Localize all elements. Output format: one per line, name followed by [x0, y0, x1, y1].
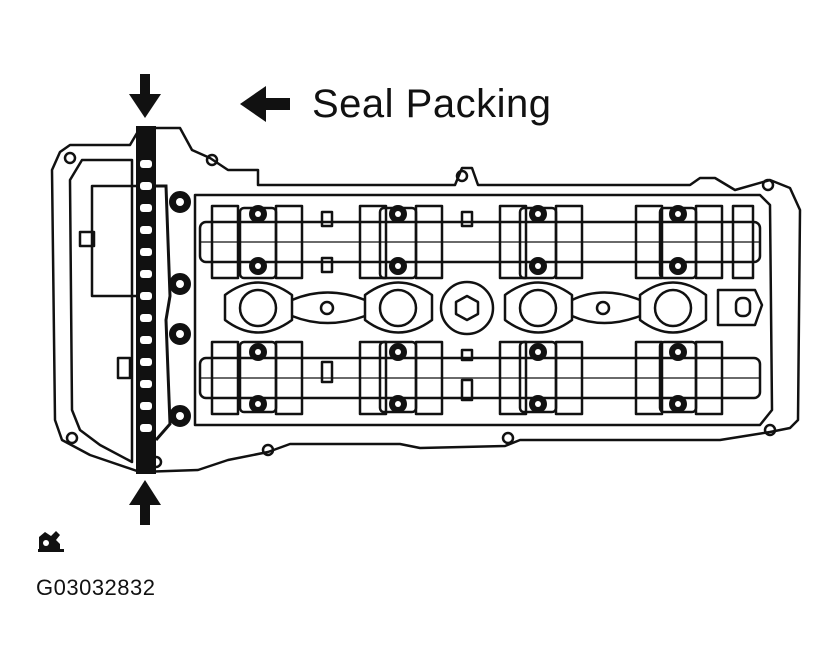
bearing-caps [238, 206, 698, 414]
timing-stub [78, 230, 96, 248]
housing-outline [50, 126, 802, 474]
rim-bolts [63, 151, 777, 469]
down-arrow-icon [129, 74, 161, 118]
exhaust-camshaft [198, 340, 762, 416]
sealant-tube-icon [38, 531, 64, 552]
spark-plug-bores [223, 280, 764, 336]
figure-code: G03032832 [36, 575, 156, 600]
timing-stub-lower [116, 356, 132, 380]
cam-housing [193, 193, 774, 427]
seal-packing-label: Seal Packing [312, 82, 552, 126]
up-arrow-icon [129, 480, 161, 525]
left-arrow-icon [240, 86, 290, 122]
gasket-line [68, 158, 134, 464]
seal-packing-strip [136, 126, 172, 474]
